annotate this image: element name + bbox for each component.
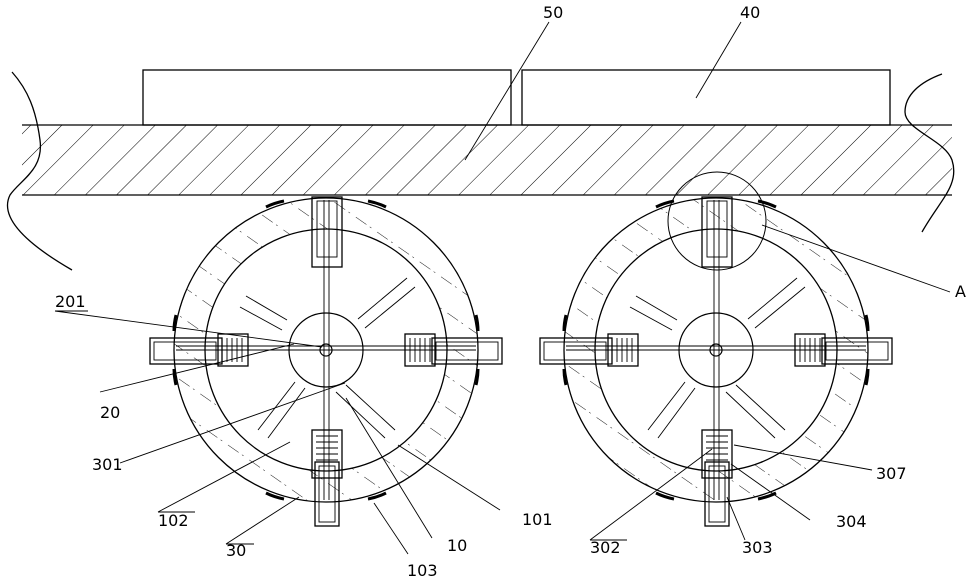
label-50: 50 <box>543 3 563 22</box>
label-10: 10 <box>447 536 467 555</box>
label-201: 201 <box>55 292 86 311</box>
label-304: 304 <box>836 512 867 531</box>
label-40: 40 <box>740 3 760 22</box>
label-303: 303 <box>742 538 773 557</box>
label-302: 302 <box>590 538 621 557</box>
label-a: A <box>955 282 966 301</box>
label-20: 20 <box>100 403 120 422</box>
label-307: 307 <box>876 464 907 483</box>
label-101: 101 <box>522 510 553 529</box>
block-50 <box>143 70 511 125</box>
right-wheel <box>540 172 892 526</box>
block-40 <box>522 70 890 125</box>
label-102: 102 <box>158 511 189 530</box>
label-103: 103 <box>407 561 438 580</box>
label-30: 30 <box>226 541 246 560</box>
left-wheel <box>150 197 502 526</box>
label-301: 301 <box>92 455 123 474</box>
